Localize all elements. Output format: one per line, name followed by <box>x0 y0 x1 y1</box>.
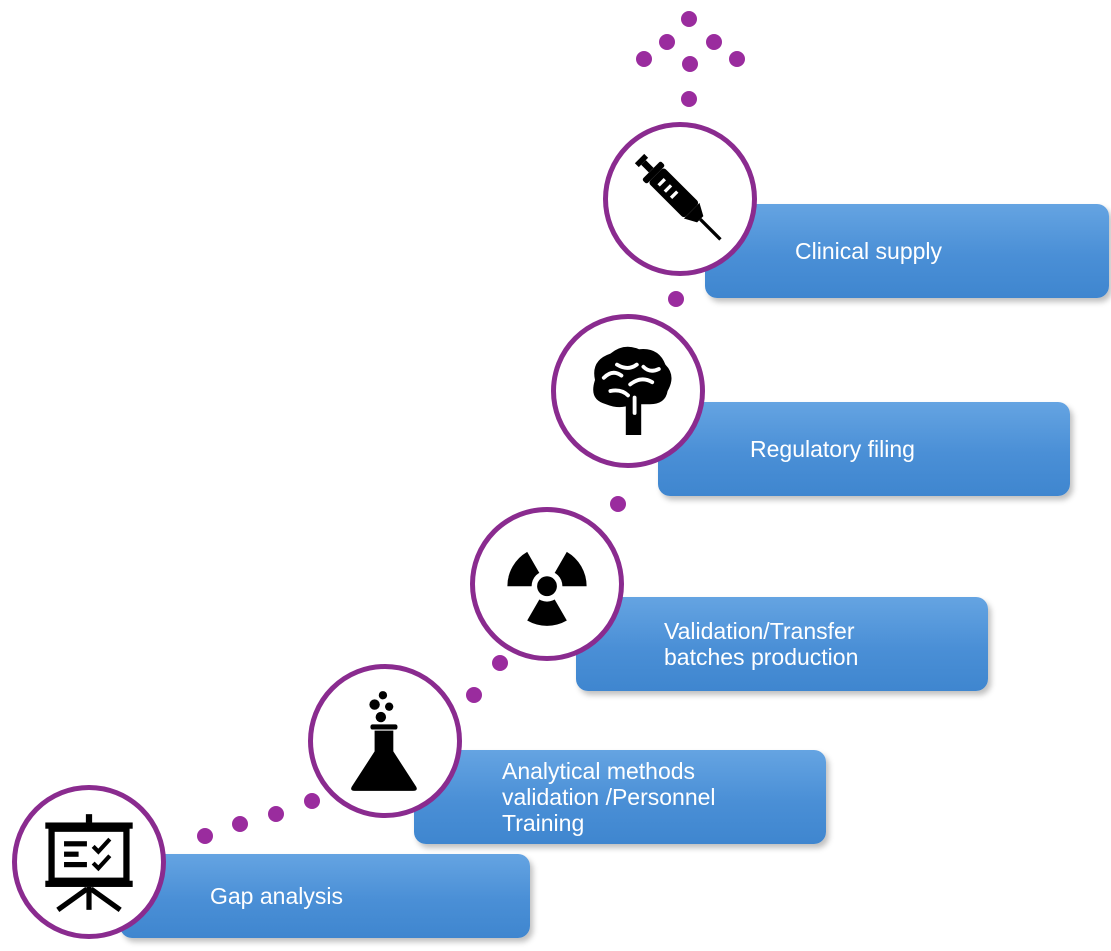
dot <box>682 56 698 72</box>
step-label: Validation/Transfer batches production <box>664 618 859 670</box>
step-box-analytical-methods: Analytical methods validation /Personnel… <box>414 750 826 844</box>
step-ring-regulatory-filing <box>551 314 705 468</box>
syringe-icon <box>634 153 722 241</box>
dot <box>681 91 697 107</box>
step-label: Clinical supply <box>795 238 943 264</box>
step-box-clinical-supply: Clinical supply <box>705 204 1109 298</box>
dot <box>668 291 684 307</box>
step-ring-gap-analysis <box>12 785 166 939</box>
step-ring-validation-transfer <box>470 507 624 661</box>
dot <box>636 51 652 67</box>
step-box-validation-transfer: Validation/Transfer batches production <box>576 597 988 691</box>
radiation-icon <box>507 551 587 626</box>
dot <box>304 793 320 809</box>
dot <box>492 655 508 671</box>
presentation-board-icon <box>45 814 133 912</box>
step-ring-analytical-methods <box>308 664 462 818</box>
step-label: Regulatory filing <box>750 436 915 462</box>
dot <box>659 34 675 50</box>
brain-icon <box>593 346 672 435</box>
step-label: Gap analysis <box>210 883 343 909</box>
dot <box>729 51 745 67</box>
step-box-regulatory-filing: Regulatory filing <box>658 402 1070 496</box>
dot <box>681 11 697 27</box>
dot <box>268 806 284 822</box>
step-ring-clinical-supply <box>603 122 757 276</box>
dot <box>232 816 248 832</box>
step-box-gap-analysis: Gap analysis <box>120 854 530 938</box>
dot <box>706 34 722 50</box>
dot <box>197 828 213 844</box>
dot <box>610 496 626 512</box>
dot <box>466 687 482 703</box>
flask-icon <box>351 691 417 791</box>
step-label: Analytical methods validation /Personnel… <box>502 758 716 836</box>
